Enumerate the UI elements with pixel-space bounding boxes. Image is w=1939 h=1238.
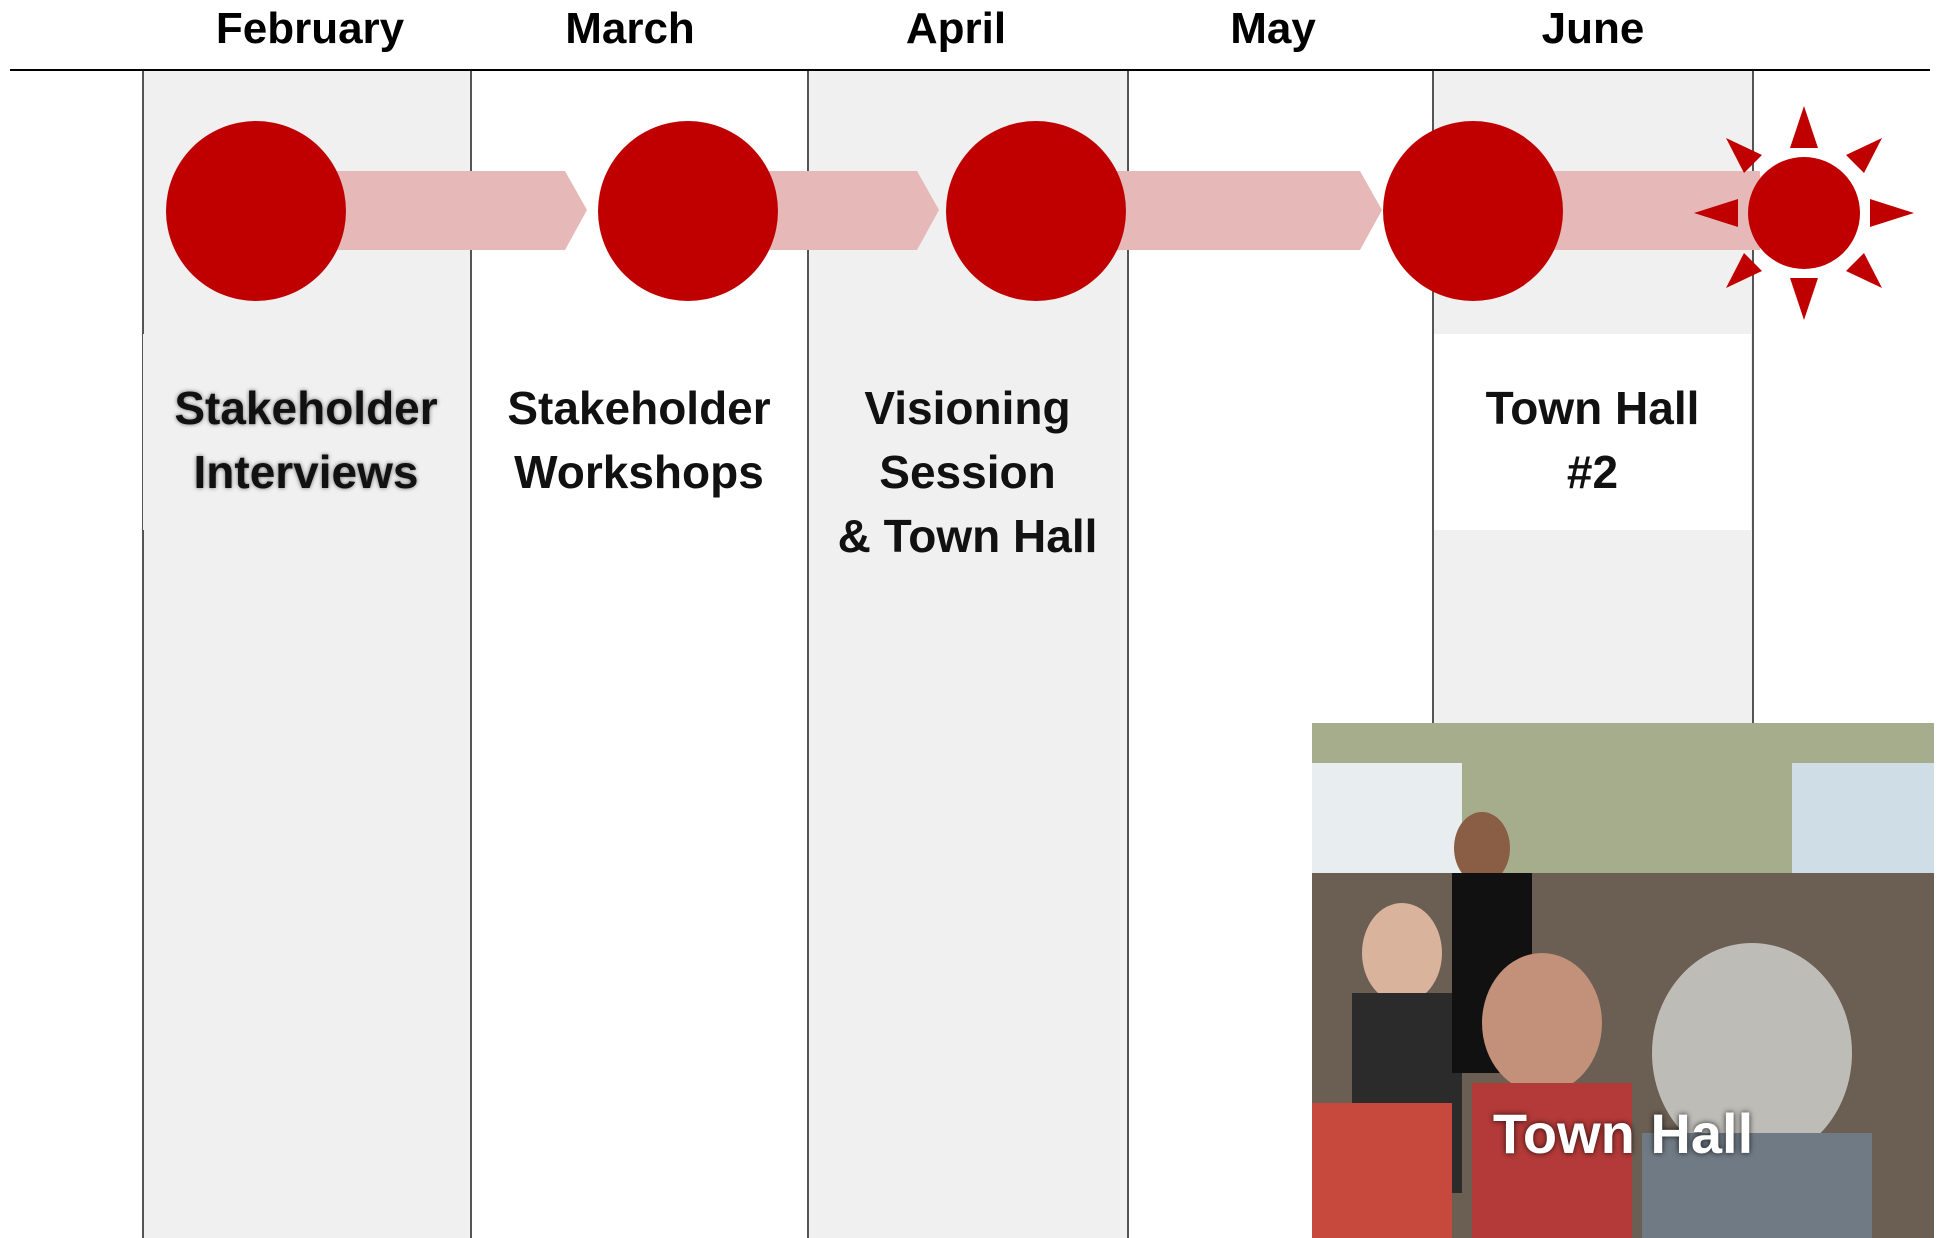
month-label-may: May: [1230, 4, 1316, 53]
progress-arrow: [760, 171, 939, 250]
month-label-march: March: [565, 4, 695, 53]
event-label: Stakeholder Workshops: [507, 382, 771, 498]
column-divider: [470, 71, 472, 1238]
month-label-february: February: [215, 4, 405, 53]
event-stakeholder-interviews: Stakeholder Interviews: [143, 334, 469, 530]
progress-arrow: [330, 171, 587, 250]
milestone-dot: [946, 121, 1126, 301]
event-stakeholder-workshops: Stakeholder Workshops: [472, 334, 806, 530]
event-label: Town Hall #2: [1485, 382, 1700, 498]
column-divider: [1752, 71, 1754, 1238]
sun-icon: [1694, 106, 1914, 320]
timeline-track: [166, 106, 1914, 320]
event-visioning-session: Visioning Session & Town Hall: [809, 334, 1126, 594]
milestone-dot: [1383, 121, 1563, 301]
crowd-image: [1312, 723, 1934, 1238]
column-divider: [1127, 71, 1129, 1238]
town-hall-photo: Town Hall: [1312, 723, 1934, 1238]
header-rule: [10, 69, 1930, 71]
event-label: Visioning Session & Town Hall: [837, 382, 1098, 562]
milestone-dot: [598, 121, 778, 301]
column-divider: [1432, 71, 1434, 1238]
event-town-hall-2: Town Hall #2: [1434, 334, 1751, 530]
milestone-dot: [166, 121, 346, 301]
event-label: Stakeholder Interviews: [174, 382, 438, 498]
column-divider: [807, 71, 809, 1238]
column-divider: [142, 71, 144, 1238]
photo-caption: Town Hall: [1492, 1102, 1754, 1165]
progress-arrow: [1110, 171, 1382, 250]
month-label-april: April: [905, 4, 1007, 53]
month-label-june: June: [1541, 4, 1645, 53]
progress-arrow: [1550, 171, 1760, 250]
